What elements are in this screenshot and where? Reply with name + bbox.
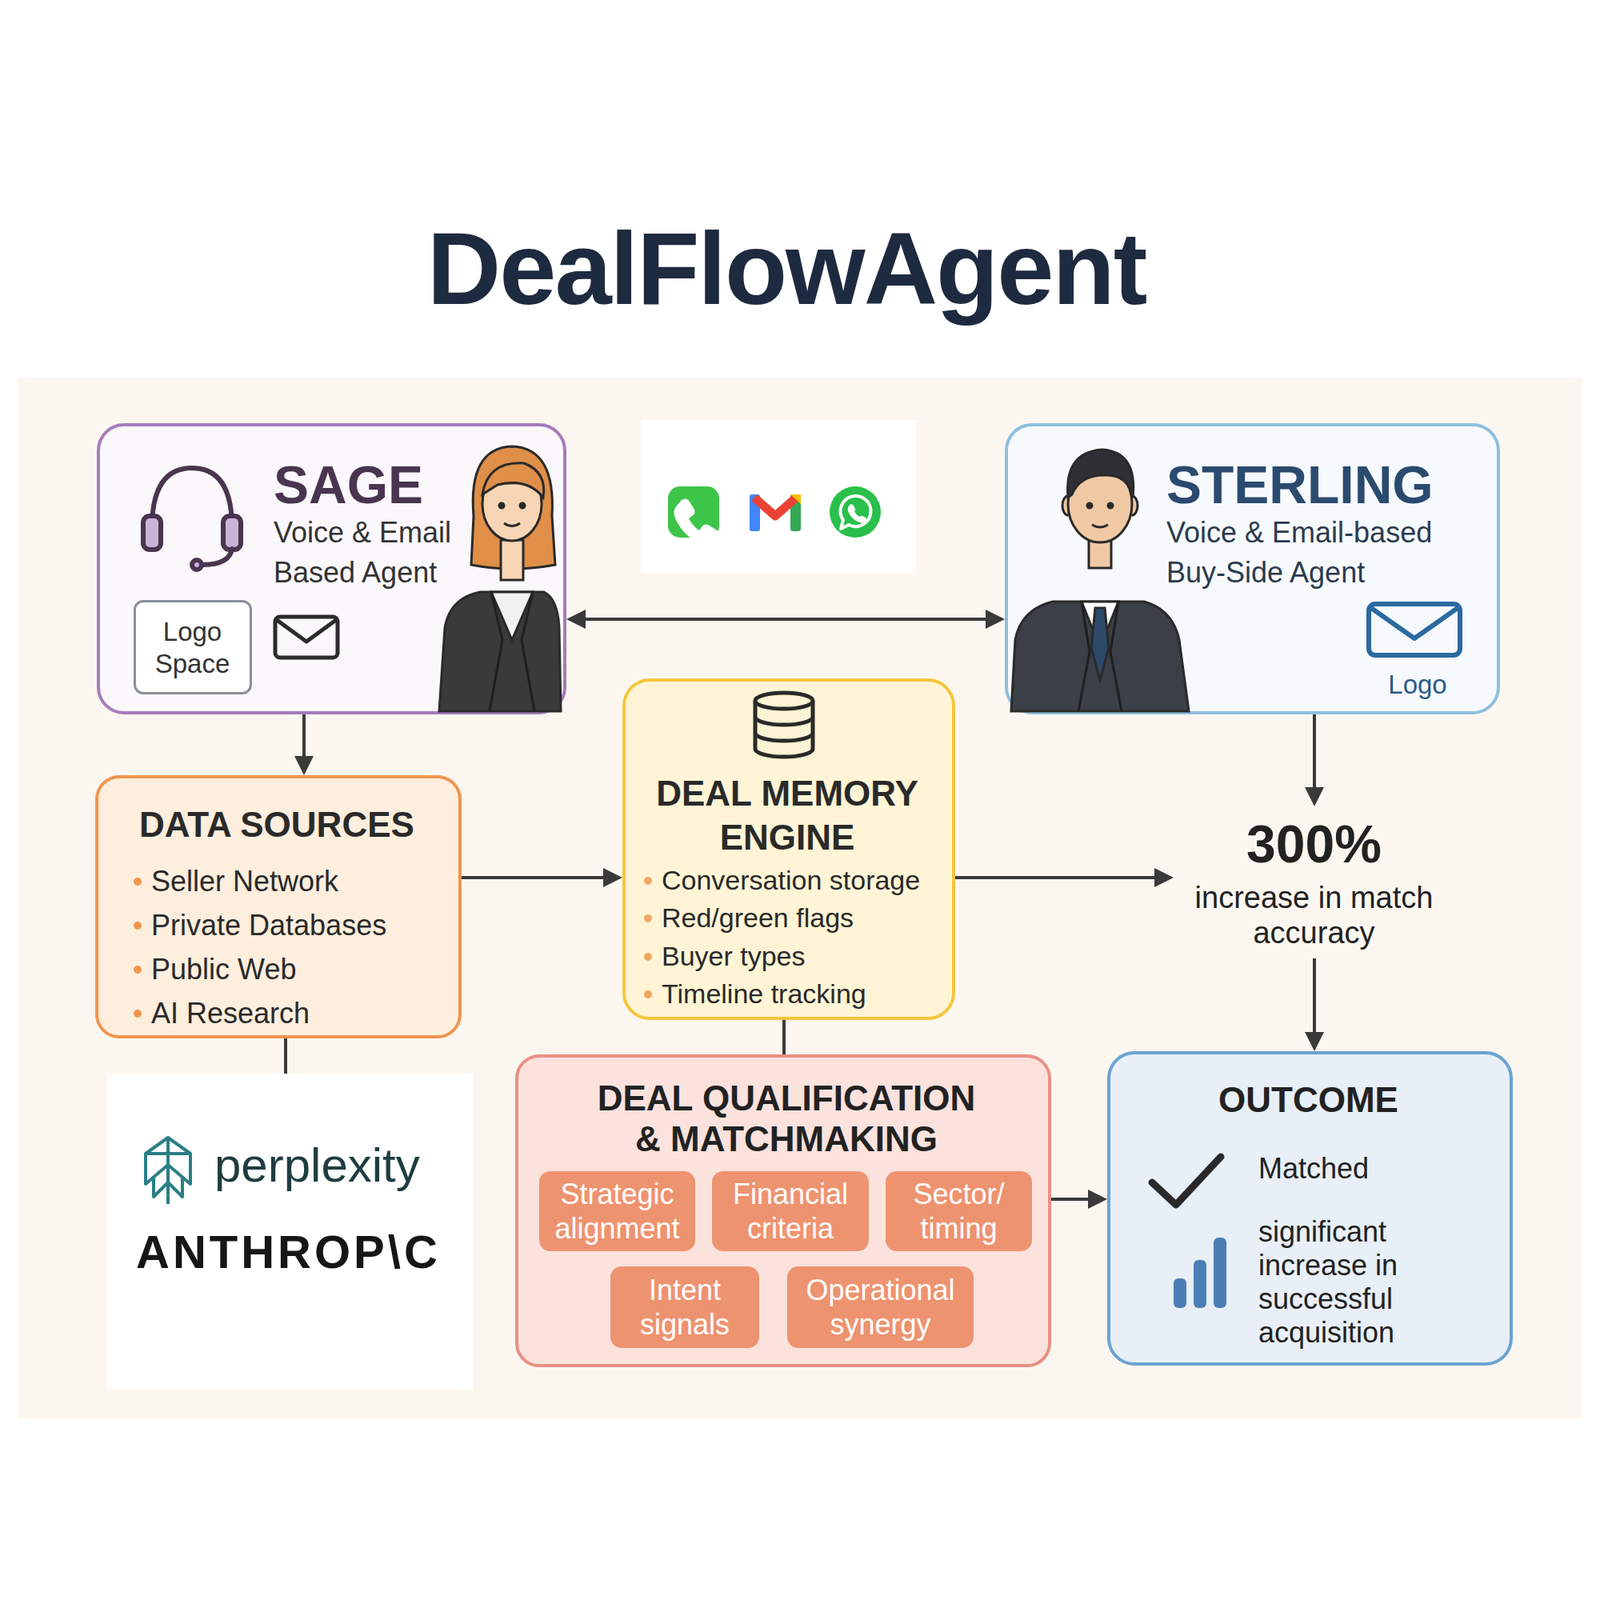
connector [285, 1038, 287, 1074]
outcome-text: significant increase in successful acqui… [1258, 1215, 1427, 1350]
logo-wordmark: ANTHROP\C [136, 1225, 441, 1280]
box-heading: OUTCOME [1110, 1080, 1507, 1121]
connector-line [955, 876, 1158, 880]
diagram-title: DealFlowAgent [0, 217, 1573, 320]
chip-text: Financial criteria [718, 1176, 863, 1246]
connector-line [782, 1020, 786, 1055]
app-icons [640, 420, 916, 574]
bullet-dot [644, 990, 652, 999]
bullet-dot [133, 1009, 142, 1018]
logo-text: Logo [1369, 669, 1466, 700]
bullet-text: Timeline tracking [661, 978, 867, 1010]
connector-line [582, 617, 989, 621]
logo-wordmark: perplexity [214, 1137, 420, 1193]
arrow-head [1304, 787, 1324, 807]
bullet-dot [644, 952, 652, 961]
connector [1304, 714, 1324, 807]
arrow-head [1088, 1189, 1108, 1209]
bullet-dot [133, 921, 142, 930]
connector-line [1312, 714, 1316, 791]
connector-line [1312, 958, 1316, 1036]
connector-line [461, 876, 607, 880]
qualification-box: DEAL QUALIFICATION & MATCHMAKING Strategi… [515, 1054, 1052, 1368]
bullet-text: Public Web [151, 952, 296, 986]
bullet-dot [644, 876, 652, 885]
criteria-chip: Intent signals [610, 1266, 760, 1348]
chip-text: Sector/ timing [892, 1176, 1026, 1246]
bullet-text: Private Databases [151, 908, 387, 942]
arrow-head [566, 609, 586, 629]
connector-line [1051, 1197, 1092, 1201]
connector [1304, 958, 1324, 1052]
metric-value: 300% [1173, 817, 1455, 871]
chip-text: Intent signals [616, 1272, 753, 1342]
bar-chart-icon [1173, 1237, 1227, 1308]
bullet-dot [133, 877, 142, 886]
box-heading: DEAL QUALIFICATION & MATCHMAKING [582, 1078, 991, 1160]
connector [1051, 1189, 1108, 1209]
agent-name: SAGE [273, 455, 424, 516]
arrow-head [1154, 868, 1174, 888]
bullet-text: Red/green flags [661, 902, 854, 934]
connector-line [302, 714, 306, 760]
connector [294, 714, 314, 776]
outcome-text: Matched [1258, 1152, 1369, 1185]
bullet-text: AI Research [151, 996, 310, 1030]
agent-role: Voice & Email Based Agent [273, 512, 474, 594]
logo-placeholder: Logo Space [133, 600, 252, 695]
agent-name: STERLING [1166, 455, 1434, 516]
box-heading: DEAL MEMORY ENGINE [625, 771, 949, 860]
bullet-text: Conversation storage [661, 864, 920, 896]
chip-text: Strategic alignment [545, 1176, 689, 1246]
check-icon [1152, 1156, 1221, 1205]
agent-role: Voice & Email-based Buy-Side Agent [1166, 512, 1491, 594]
connector [784, 1020, 785, 1055]
criteria-chip: Financial criteria [712, 1171, 869, 1252]
metric-callout: 300% increase in match accuracy [1173, 806, 1461, 959]
criteria-chip: Strategic alignment [539, 1171, 696, 1252]
agent-card: SAGEVoice & Email Based AgentLogo Space [96, 423, 567, 715]
arrow-head [603, 868, 623, 888]
man-figure [1011, 449, 1189, 712]
outcome-box: OUTCOME Matched significant increase in su… [1107, 1051, 1513, 1366]
headset-icon [143, 468, 241, 570]
arrow-head [1304, 1032, 1324, 1052]
envelope-icon [1368, 604, 1460, 656]
arrow-head [985, 609, 1005, 629]
box-heading: DATA SOURCES [139, 804, 415, 846]
background-panel [18, 377, 1582, 1419]
envelope-icon [275, 616, 338, 658]
connector [566, 609, 1005, 629]
connector-line [284, 1038, 288, 1074]
metric-text: increase in match accuracy [1173, 880, 1455, 951]
partner-logos: perplexityANTHROP\C [107, 1073, 473, 1390]
database-icon [755, 692, 813, 757]
agent-card: STERLINGVoice & Email-based Buy-Side Age… [1004, 423, 1500, 715]
arrow-head [294, 756, 314, 776]
connector [955, 868, 1174, 888]
bullet-dot [644, 914, 652, 923]
placeholder-text: Logo Space [139, 616, 246, 680]
chip-text: Operational synergy [793, 1272, 968, 1342]
bullet-dot [133, 965, 142, 974]
criteria-chip: Operational synergy [787, 1266, 974, 1348]
bullet-text: Seller Network [151, 864, 339, 898]
source-box: DATA SOURCES Seller NetworkPrivate Databa… [95, 775, 462, 1039]
perplexity-logo [145, 1137, 191, 1204]
bullet-text: Buyer types [661, 940, 806, 972]
connector [461, 868, 623, 888]
criteria-chip: Sector/ timing [885, 1171, 1032, 1252]
memory-box: DEAL MEMORY ENGINE Conversation storageRe… [622, 678, 956, 1020]
woman-figure [439, 446, 561, 712]
